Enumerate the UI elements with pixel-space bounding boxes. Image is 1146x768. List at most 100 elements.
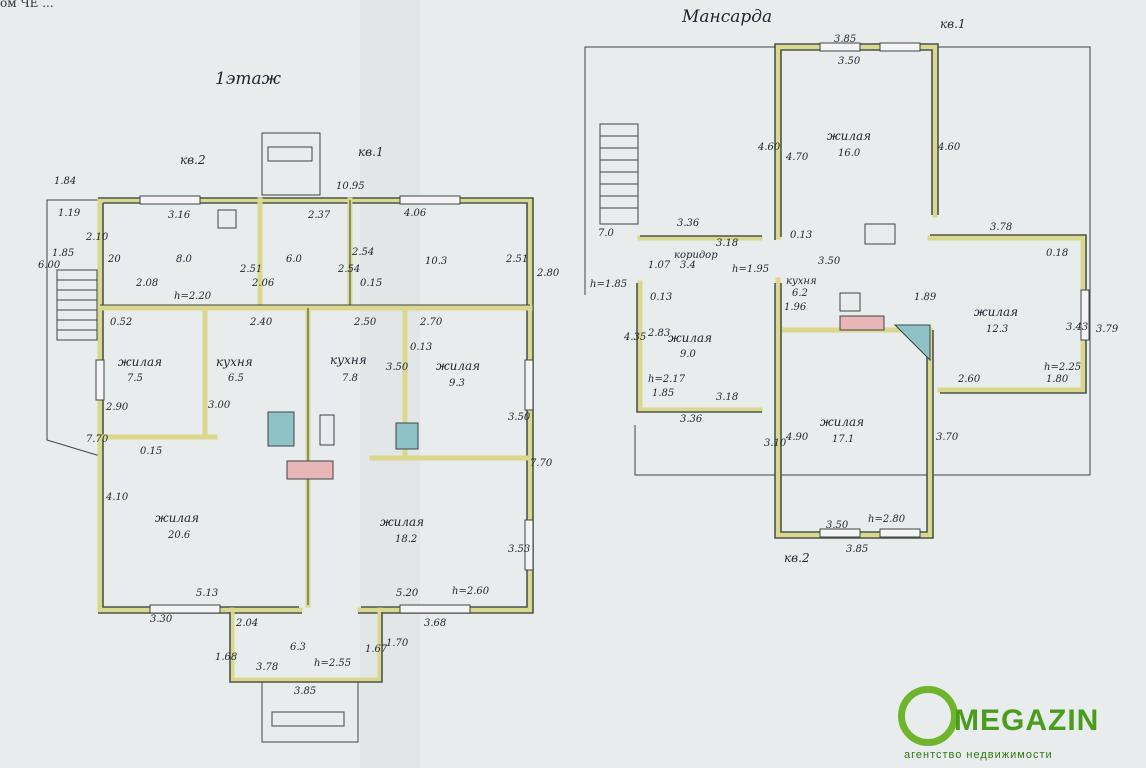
dimension: 3.00 [208, 400, 231, 411]
floor1-outer-wall [98, 197, 534, 614]
dimension: 7.70 [530, 458, 553, 469]
room-name: кухня [786, 276, 817, 287]
stove-icon [217, 209, 237, 229]
dimension: 3.50 [508, 412, 531, 423]
dimension: 2.40 [249, 317, 273, 328]
room-area: 6.5 [228, 373, 244, 384]
dimension: 2.50 [353, 317, 377, 328]
room-area: 7.8 [342, 373, 358, 384]
room-name: кухня [216, 355, 253, 369]
dimension: 1.85 [52, 248, 74, 259]
ceiling-height: h=2.20 [174, 291, 212, 302]
room-area: 7.5 [127, 373, 143, 384]
logo-text: MEGAZIN [954, 704, 1100, 737]
ceiling-height: h=2.55 [314, 658, 351, 669]
floor1-plan [46, 132, 534, 743]
dimension: 2.51 [239, 264, 262, 275]
dimension: 3.43 [1066, 322, 1088, 333]
floor1-labels: 1этаж кв.2 кв.1 8.0 6.0 10.3 жилая 7.5 к… [38, 69, 560, 697]
stove-icon [395, 422, 419, 450]
dimension: 4.90 [785, 432, 809, 443]
dimension: 1.07 [648, 260, 671, 271]
dimension: 3.36 [677, 218, 700, 229]
room-name: жилая [436, 359, 480, 373]
dimension: 6.00 [38, 260, 61, 271]
floor1-partition-lines [100, 200, 530, 605]
dimension: 2.90 [105, 402, 129, 413]
dimension: 1.70 [386, 638, 409, 649]
floor1-outer-wall-fill [97, 197, 533, 613]
dimension: 1.84 [54, 176, 76, 187]
room-name: жилая [118, 355, 162, 369]
dimension: 1.85 [652, 388, 674, 399]
stove-icon [286, 460, 334, 480]
stove-icon [839, 292, 861, 312]
room-area: 10.3 [425, 256, 447, 267]
dimension: 3.50 [386, 362, 409, 373]
dimension: 2.70 [419, 317, 443, 328]
porch-top [261, 132, 321, 196]
dimension: 3.78 [256, 662, 278, 673]
dimension: 0.18 [1046, 248, 1068, 259]
dimension: 0.13 [790, 230, 812, 241]
dimension: 3.50 [826, 520, 849, 531]
room-area: 9.3 [449, 378, 465, 389]
porch-bottom-step [271, 711, 345, 727]
dimension: 3.18 [716, 392, 738, 403]
room-area: 6.3 [290, 642, 306, 653]
room-area: 6.0 [286, 254, 303, 265]
ceiling-height: h=2.60 [452, 586, 490, 597]
dimension: 5.20 [396, 588, 419, 599]
room-name: жилая [827, 129, 871, 143]
dimension: 2.83 [647, 328, 670, 339]
floor1-windows [95, 195, 534, 614]
room-name: жилая [974, 305, 1018, 319]
dimension: 1.19 [58, 208, 81, 219]
dimension: 3.50 [838, 56, 861, 67]
dimension: 4.35 [623, 332, 646, 343]
stove-icon [864, 223, 896, 245]
dimension: 0.13 [410, 342, 432, 353]
room-name: кухня [330, 353, 367, 367]
room-area: 20.6 [167, 530, 191, 541]
dimension: 0.15 [140, 446, 162, 457]
attic-stair-treads [600, 135, 638, 209]
dimension: 0.13 [650, 292, 672, 303]
dimension: 3.50 [818, 256, 841, 267]
bay-wall [229, 612, 383, 683]
dimension: 3.85 [846, 544, 868, 555]
ceiling-height: h=2.25 [1044, 362, 1081, 373]
floor1-title: 1этаж [215, 69, 282, 89]
apt-label: кв.2 [784, 551, 810, 565]
dimension: 3.16 [168, 210, 191, 221]
dimension: 0.15 [360, 278, 382, 289]
dimension: 2.80 [536, 268, 560, 279]
attic-labels: Мансарда кв.1 кв.2 жилая 16.0 коридор 3.… [590, 7, 1119, 565]
stove-icon [839, 315, 885, 331]
room-name: жилая [668, 331, 712, 345]
floor1-partitions [97, 197, 533, 608]
dimension: 3.79 [1096, 324, 1119, 335]
dimension: 0.52 [110, 317, 132, 328]
corner-cropped-text: ом ЧЕ ... [0, 0, 54, 10]
dimension: 2.08 [135, 278, 158, 289]
dimension: 3.85 [294, 686, 316, 697]
room-area: 17.1 [832, 434, 854, 445]
dimension: 2.51 [505, 254, 528, 265]
paper-fold [360, 0, 420, 768]
dimension: 2.54 [337, 264, 360, 275]
dimension: 2.04 [235, 618, 258, 629]
attic-title: Мансарда [681, 7, 772, 27]
dimension: 20 [107, 254, 121, 265]
dimension: 1.67 [365, 644, 388, 655]
attic-plan [584, 42, 1091, 539]
stair-treads [57, 279, 97, 331]
dimension: 3.70 [936, 432, 959, 443]
sink-icon [319, 414, 335, 446]
ceiling-height: h=1.85 [590, 279, 627, 290]
logo-subtitle: агентство недвижимости [904, 749, 1053, 761]
room-area: 3.4 [680, 260, 696, 271]
room-area: 8.0 [176, 254, 193, 265]
dimension: 3.18 [716, 238, 738, 249]
dimension: 7.70 [86, 434, 109, 445]
